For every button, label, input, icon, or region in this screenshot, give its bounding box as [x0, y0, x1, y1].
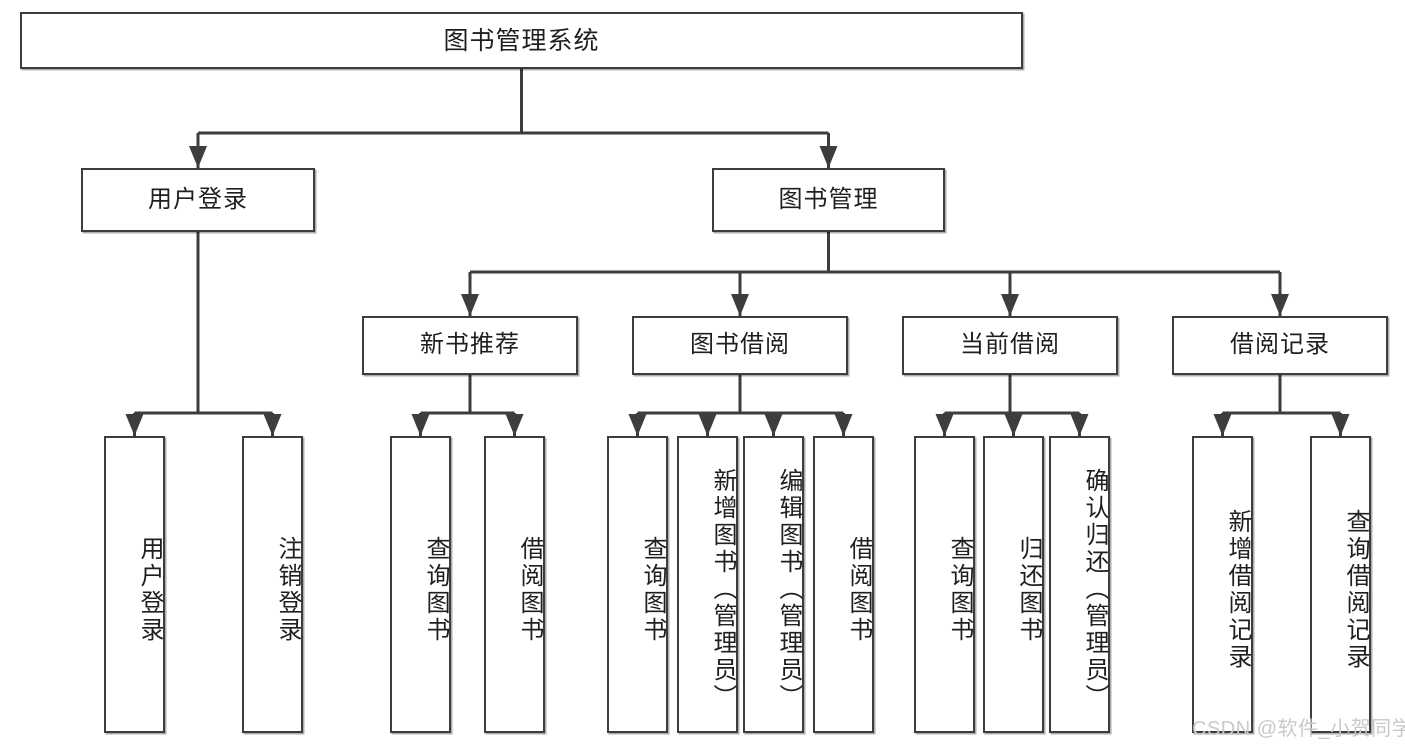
arrowhead-icon	[189, 146, 207, 168]
node-leaf-borrow-book-2[interactable]: 借阅图书	[813, 436, 874, 733]
node-leaf-query-book-2[interactable]: 查询图书	[607, 436, 668, 733]
arrowhead-icon	[698, 414, 717, 436]
node-user-login[interactable]: 用户登录	[81, 168, 315, 232]
node-root[interactable]: 图书管理系统	[20, 12, 1023, 69]
arrowhead-icon	[935, 414, 954, 436]
node-current-borrow[interactable]: 当前借阅	[902, 316, 1118, 375]
arrowhead-icon	[1070, 414, 1089, 436]
arrowhead-icon	[1271, 294, 1289, 316]
node-leaf-query-book-3[interactable]: 查询图书	[914, 436, 975, 733]
node-leaf-edit-book[interactable]: 编辑图书（管理员）	[743, 436, 804, 733]
arrowhead-icon	[731, 294, 749, 316]
arrowhead-icon	[1331, 414, 1350, 436]
arrowhead-icon	[125, 414, 144, 436]
node-leaf-add-record[interactable]: 新增借阅记录	[1192, 436, 1253, 733]
node-book-manage[interactable]: 图书管理	[712, 168, 945, 232]
arrowhead-icon	[628, 414, 647, 436]
node-leaf-return-book[interactable]: 归还图书	[983, 436, 1044, 733]
watermark-label: CSDN @软件_小贺同学	[1192, 718, 1405, 740]
node-new-book-rec[interactable]: 新书推荐	[362, 316, 578, 375]
arrowhead-icon	[461, 294, 479, 316]
node-book-borrow[interactable]: 图书借阅	[632, 316, 848, 375]
arrowhead-icon	[834, 414, 853, 436]
node-leaf-user-logout[interactable]: 注销登录	[242, 436, 303, 733]
node-leaf-add-book[interactable]: 新增图书（管理员）	[677, 436, 738, 733]
node-borrow-record[interactable]: 借阅记录	[1172, 316, 1388, 375]
arrowhead-icon	[1001, 294, 1019, 316]
node-leaf-user-login[interactable]: 用户登录	[104, 436, 165, 733]
arrowhead-icon	[1004, 414, 1023, 436]
node-leaf-borrow-book-1[interactable]: 借阅图书	[484, 436, 545, 733]
node-leaf-query-book-1[interactable]: 查询图书	[390, 436, 451, 733]
arrowhead-icon	[263, 414, 282, 436]
arrowhead-icon	[505, 414, 524, 436]
node-leaf-confirm-return[interactable]: 确认归还（管理员）	[1049, 436, 1110, 733]
node-leaf-query-record[interactable]: 查询借阅记录	[1310, 436, 1371, 733]
arrowhead-icon	[411, 414, 430, 436]
arrowhead-icon	[764, 414, 783, 436]
arrowhead-icon	[1213, 414, 1232, 436]
arrowhead-icon	[819, 146, 838, 168]
